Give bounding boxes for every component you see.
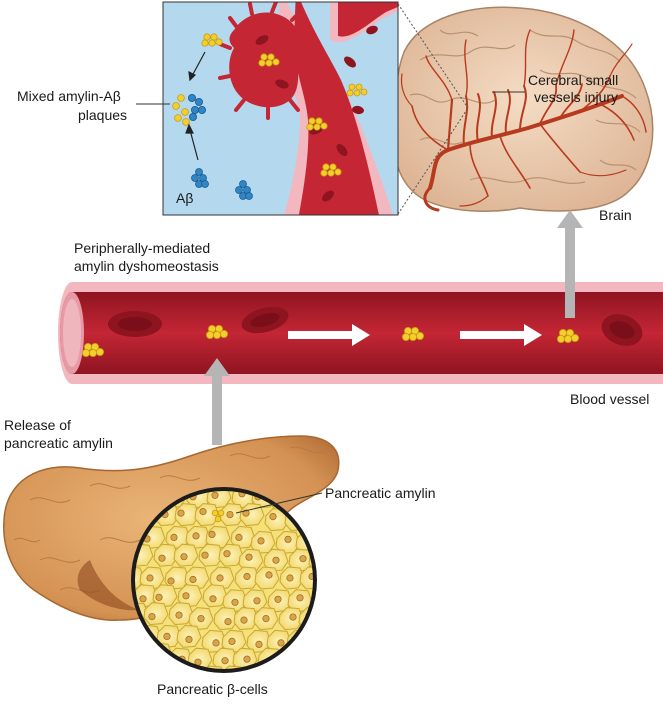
inset-border bbox=[162, 1, 399, 216]
blood-vessel bbox=[58, 282, 663, 384]
flow-arrow-1 bbox=[288, 324, 370, 346]
amylin-cluster bbox=[346, 83, 368, 97]
mixed-plaques-label-line1: Mixed amylin-Aβ bbox=[17, 88, 121, 104]
abeta-label: Aβ bbox=[176, 190, 194, 206]
amylin-cluster-in-cell bbox=[211, 509, 225, 523]
amylin-cluster bbox=[201, 33, 223, 47]
beta-cells-circle-border bbox=[131, 487, 317, 673]
abeta-cluster bbox=[235, 180, 253, 200]
aggregation-arrows bbox=[185, 51, 206, 161]
inset-panel bbox=[162, 1, 399, 216]
inset-vessel-lumen bbox=[294, 2, 379, 215]
release-arrow bbox=[204, 358, 230, 445]
amylin-cluster bbox=[82, 342, 105, 357]
pancreas-lobules bbox=[13, 446, 325, 593]
amylin-pointer bbox=[235, 492, 323, 514]
amylin-cluster bbox=[401, 326, 424, 341]
mixed-plaque bbox=[172, 94, 206, 126]
flow-arrow-2 bbox=[460, 324, 542, 346]
amylin-cluster bbox=[557, 328, 580, 343]
amylin-cluster bbox=[306, 117, 328, 131]
pointer-lines bbox=[136, 91, 525, 514]
inset-connector-lines bbox=[397, 3, 469, 215]
red-blood-cells bbox=[108, 306, 643, 346]
beta-cells-label: Pancreatic β-cells bbox=[157, 681, 268, 697]
brain-vessels bbox=[400, 29, 647, 212]
abeta-cluster bbox=[191, 168, 209, 188]
cerebral-label-line2: vessels injury bbox=[534, 89, 619, 105]
brain-arrow bbox=[557, 210, 583, 318]
brain bbox=[393, 3, 654, 215]
peripheral-label-line2: amylin dyshomeostasis bbox=[74, 258, 219, 274]
flow-arrows bbox=[288, 324, 542, 346]
amylin-cluster bbox=[258, 53, 280, 67]
brain-label: Brain bbox=[599, 207, 632, 223]
pancreatic-amylin-label: Pancreatic amylin bbox=[325, 485, 436, 501]
amylin-cluster bbox=[320, 163, 342, 177]
mixed-plaques-label-line2: plaques bbox=[78, 107, 128, 123]
gray-arrows bbox=[204, 210, 583, 445]
brain-gyri bbox=[409, 29, 641, 184]
peripheral-label-line1: Peripherally-mediated bbox=[74, 240, 211, 256]
cerebral-label-line1: Cerebral small bbox=[528, 72, 619, 88]
amylin-cluster bbox=[205, 324, 228, 339]
release-label-line2: pancreatic amylin bbox=[4, 435, 113, 451]
release-label-line1: Release of bbox=[4, 417, 71, 433]
blood-vessel-label: Blood vessel bbox=[570, 391, 650, 407]
